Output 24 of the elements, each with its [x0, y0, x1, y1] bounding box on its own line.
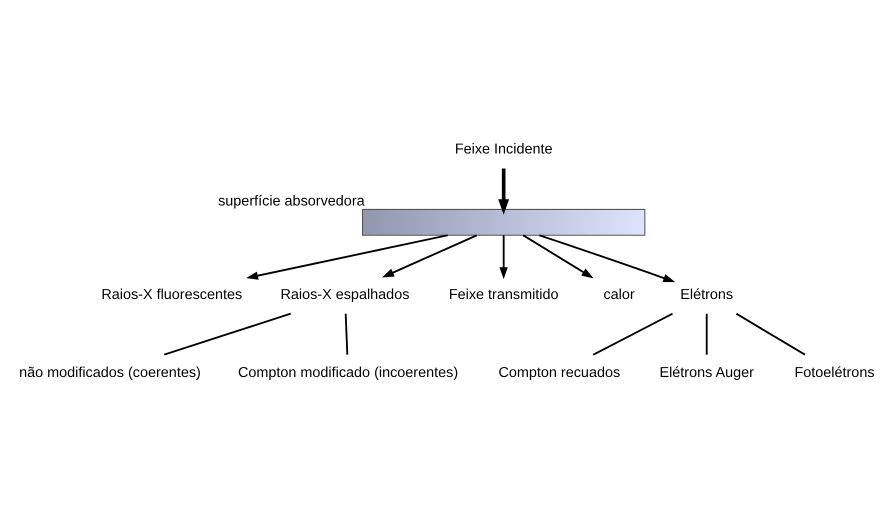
node-text: calor	[603, 286, 635, 302]
node-text: não modificados (coerentes)	[19, 364, 201, 381]
arrow	[522, 234, 594, 278]
arrow	[499, 234, 508, 279]
node-text: Elétrons	[680, 286, 734, 302]
node-text: Fotoelétrons	[794, 364, 875, 381]
node-text: Feixe Incidente	[454, 140, 553, 157]
node-text: Compton modificado (incoerentes)	[238, 364, 458, 381]
connector	[344, 313, 348, 354]
node-text: Raios-X fluorescentes	[101, 286, 242, 302]
node-text: Elétrons Auger	[659, 364, 754, 381]
arrow	[539, 234, 676, 282]
arrow	[498, 168, 510, 214]
node-label: superfície absorvedora	[218, 193, 365, 210]
node-text: Feixe transmitido	[448, 286, 559, 302]
connector	[706, 313, 708, 354]
arrow	[246, 234, 448, 280]
arrow	[382, 234, 478, 277]
node-bar	[362, 208, 646, 236]
connector	[164, 312, 292, 356]
node-text: Raios-X espalhados	[280, 286, 410, 302]
connector	[592, 312, 673, 356]
connector	[736, 312, 806, 355]
node-text: Compton recuados	[498, 364, 620, 381]
